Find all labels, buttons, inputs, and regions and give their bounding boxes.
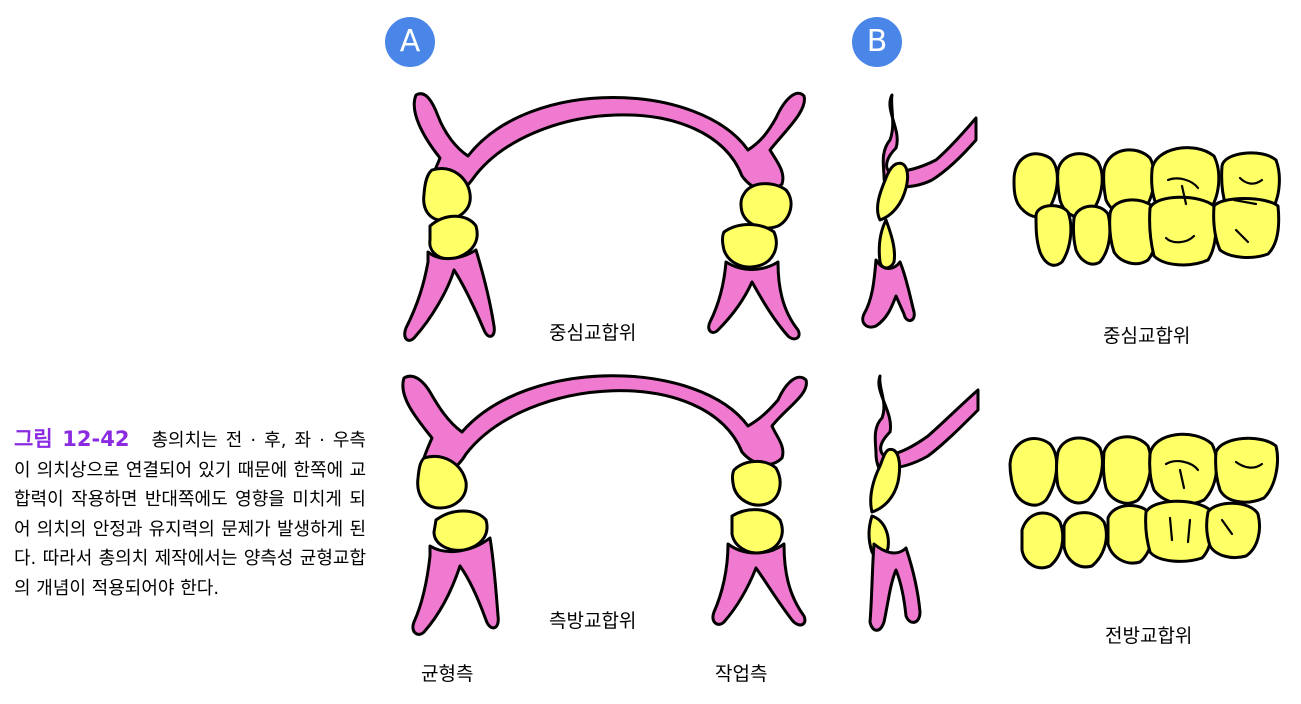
badge-b: B: [852, 17, 902, 67]
lower-right-molar: [721, 223, 778, 269]
lower-right-base-lateral: [711, 542, 807, 627]
tooth: [1108, 198, 1159, 266]
tooth: [1148, 432, 1219, 506]
upper-left-molar-lateral: [416, 455, 468, 510]
lower-right-molar-lateral: [730, 508, 784, 555]
badge-a: A: [385, 17, 435, 67]
tooth: [1212, 197, 1281, 259]
lower-left-molar-lateral: [432, 509, 489, 552]
label-balancing-side: 균형측: [421, 663, 474, 685]
tooth: [1101, 435, 1153, 505]
lower-left-molar: [428, 214, 479, 261]
tooth: [1205, 501, 1261, 560]
lower-right-base: [707, 260, 801, 341]
label-lateral-a: 측방교합위: [549, 610, 637, 632]
tooth: [1034, 204, 1073, 267]
sagittal-protrusive-section: [867, 374, 980, 632]
frontal-lateral-denture: [401, 374, 808, 636]
tooth: [1055, 436, 1104, 505]
tooth: [1148, 195, 1218, 267]
upper-right-molar: [739, 182, 793, 230]
sagittal-centric-section: [861, 93, 978, 329]
sagittal-lower-base: [861, 258, 916, 329]
label-centric-b: 중심교합위: [1103, 325, 1191, 347]
tooth: [1144, 499, 1214, 563]
upper-right-molar-lateral: [731, 460, 782, 507]
figure-number: 그림 12-42: [14, 427, 130, 451]
sagittal-lower-base-protrusive: [868, 542, 922, 632]
upper-denture-base-lateral: [401, 374, 808, 477]
sagittal-upper-base-protrusive: [873, 374, 980, 482]
tooth-row-centric: [1012, 146, 1281, 267]
tooth-row-protrusive: [1008, 432, 1279, 570]
label-protrusive-b: 전방교합위: [1105, 625, 1193, 647]
tooth: [1020, 511, 1065, 570]
sagittal-upper-incisor: [876, 161, 910, 222]
lower-left-base: [403, 248, 496, 342]
tooth: [1062, 511, 1108, 569]
upper-denture-base: [412, 91, 806, 196]
frontal-centric-denture: [403, 91, 806, 342]
lower-left-base-lateral: [411, 536, 500, 636]
tooth: [1214, 436, 1279, 504]
tooth: [1071, 204, 1112, 266]
caption-text: 총의치는 전 · 후, 좌 · 우측이 의치상으로 연결되어 있기 때문에 한쪽…: [14, 430, 366, 599]
label-centric-a: 중심교합위: [549, 322, 637, 344]
sagittal-upper-incisor-protrusive: [869, 447, 902, 514]
label-working-side: 작업측: [715, 663, 768, 685]
sagittal-lower-incisor: [877, 218, 896, 270]
tooth: [1008, 437, 1059, 507]
